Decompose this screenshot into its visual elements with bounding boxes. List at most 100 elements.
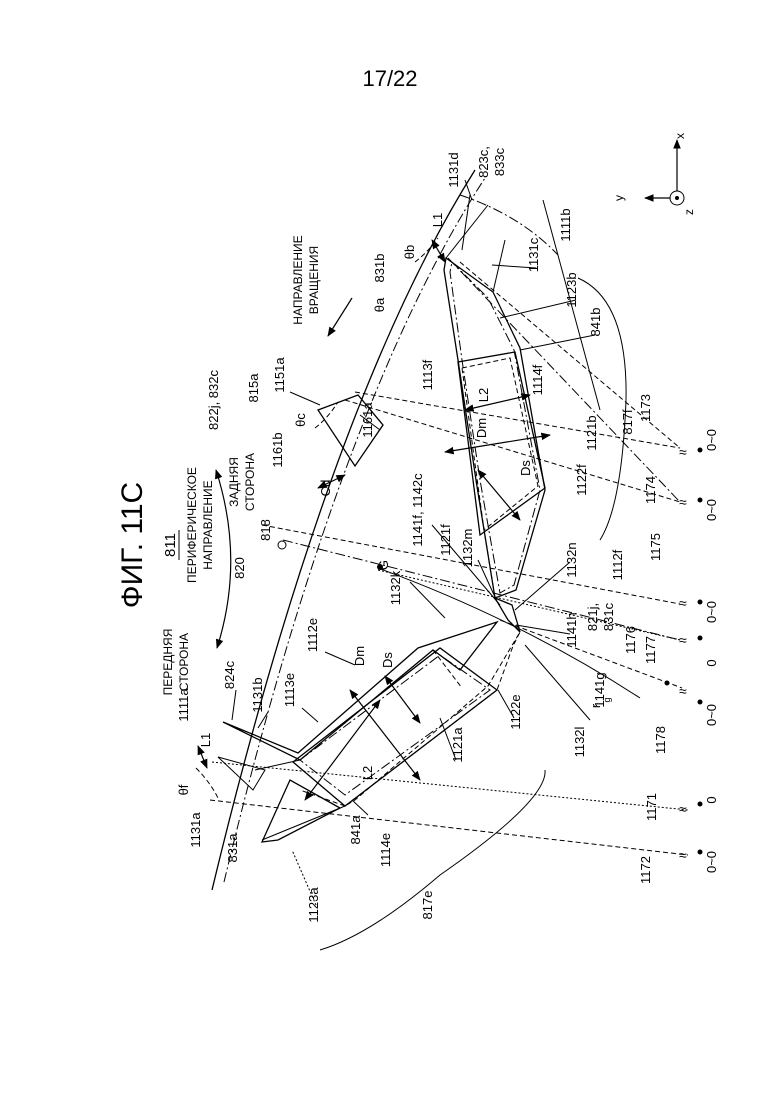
ref-1113f: 1113f — [420, 359, 435, 390]
ref-1151a: 1151a — [272, 357, 287, 393]
figure-ref-811: 811 — [162, 533, 179, 557]
ref-1123a: 1123a — [306, 887, 321, 923]
ref-L2-b: L2 — [476, 388, 491, 402]
origin-points — [278, 448, 703, 855]
label-peripheral-2: НАПРАВЛЕНИЕ — [201, 480, 215, 569]
svg-text:≈: ≈ — [679, 444, 687, 460]
ref-1176: 1176 — [623, 626, 638, 654]
ref-1111a: 1111a — [176, 688, 191, 722]
ref-L1-a: L1 — [198, 733, 213, 747]
axis-y-label: y — [612, 195, 626, 201]
figure-title: ФИГ. 11C — [116, 482, 149, 608]
axis-x-label: x — [673, 133, 687, 139]
ref-1132n: 1132n — [564, 542, 579, 577]
label-front-side-2: СТОРОНА — [177, 633, 191, 691]
ref-1113e: 1113e — [282, 673, 297, 707]
ref-1141f: 1141f, 1142c — [410, 473, 425, 547]
dim-L2-right — [465, 395, 530, 410]
ref-theta-f: θf — [176, 784, 191, 795]
rotor-outer-arc — [212, 170, 475, 890]
label-rear-side-1: ЗАДНЯЯ — [227, 457, 241, 507]
svg-text:0~0: 0~0 — [704, 601, 719, 623]
dim-Dm-right — [445, 435, 550, 452]
ref-817e: 817e — [420, 891, 435, 920]
bracket-817e — [320, 770, 545, 950]
label-rear-side-2: СТОРОНА — [243, 453, 257, 511]
ref-rg-sub: g — [602, 697, 612, 702]
ref-1161a: 1161a — [360, 402, 375, 438]
ref-1121b: 1121b — [584, 415, 599, 450]
ref-841a: 841a — [348, 815, 363, 845]
ref-831a: 831a — [225, 833, 240, 863]
rotation-arrow — [328, 298, 352, 336]
dim-L2-left — [305, 700, 380, 800]
axis-indicator: x y z — [612, 133, 696, 215]
ref-815a: 815a — [246, 373, 261, 403]
ref-1177: 1177 — [643, 636, 658, 664]
origin-labels: 0~0 0~0 0~0 0 0~0 0 0~0 — [704, 429, 719, 873]
ref-1174: 1174 — [643, 476, 658, 504]
angle-theta-c — [315, 402, 338, 428]
ref-1121a: 1121a — [450, 727, 465, 763]
reference-labels: 1111a L1 θf 1131a 831a 1123a 817e 824c 1… — [176, 146, 668, 923]
ref-1122f: 1122f — [574, 464, 589, 496]
svg-text:≈: ≈ — [679, 494, 687, 510]
ref-817f: 817f — [620, 409, 635, 435]
ref-1114f: 1114f — [530, 364, 545, 395]
ref-1141h: 1141h — [564, 612, 579, 647]
label-rotation-2: ВРАЩЕНИЯ — [307, 246, 321, 314]
ref-841b: 841b — [588, 308, 603, 337]
svg-text:0~0: 0~0 — [704, 851, 719, 873]
left-magnet-assembly — [218, 622, 520, 842]
ref-1121f: 1121f — [438, 524, 453, 556]
ref-G: G — [376, 560, 391, 570]
ref-Cd: Cd — [318, 480, 333, 497]
ref-1161b: 1161b — [270, 432, 285, 467]
ref-818: 818 — [258, 519, 273, 541]
ref-822j: 822j, 832c — [206, 370, 221, 430]
ref-823c-2: 833c — [492, 147, 507, 176]
ref-1111b: 1111b — [558, 208, 573, 241]
ref-1112e: 1112e — [305, 618, 320, 652]
svg-text:0~0: 0~0 — [704, 429, 719, 451]
ref-Ds-a: Ds — [380, 652, 395, 668]
ref-820: 820 — [232, 557, 247, 579]
ref-theta-a: θa — [372, 297, 387, 312]
ref-831b: 831b — [372, 254, 387, 283]
dim-Ds-right — [478, 470, 520, 520]
ref-824c: 824c — [222, 660, 237, 689]
axis-z-label: z — [682, 209, 696, 215]
svg-text:≈: ≈ — [679, 847, 687, 863]
ref-L2-a: L2 — [360, 766, 375, 780]
label-rotation-1: НАПРАВЛЕНИЕ — [291, 235, 305, 324]
rotor-arc-right — [460, 195, 558, 255]
ref-theta-c: θc — [293, 413, 308, 427]
ref-1132l: 1132l — [572, 726, 587, 757]
svg-text:≈: ≈ — [679, 595, 687, 611]
ref-1131a: 1131a — [188, 812, 203, 848]
ref-1112f: 1112f — [610, 549, 625, 580]
ref-823c-1: 823c, — [476, 146, 491, 178]
right-magnet-assembly — [318, 195, 545, 598]
svg-text:0: 0 — [704, 796, 719, 803]
dim-L1-left — [198, 746, 207, 768]
ref-1173: 1173 — [638, 394, 653, 422]
svg-text:0~0: 0~0 — [704, 704, 719, 726]
svg-text:≈: ≈ — [679, 683, 687, 699]
svg-text:≈: ≈ — [679, 632, 687, 648]
svg-text:0: 0 — [704, 659, 719, 666]
ref-Ds-b: Ds — [518, 460, 533, 476]
ref-1171: 1171 — [644, 793, 659, 821]
label-peripheral-1: ПЕРИФЕРИЧЕСКОЕ — [185, 467, 199, 583]
ref-1114e: 1114e — [378, 833, 393, 867]
ref-Dm-a: Dm — [352, 646, 367, 666]
ref-1131d: 1131d — [446, 152, 461, 187]
ref-1132m: 1132m — [460, 529, 475, 568]
angle-theta-f — [196, 768, 218, 798]
break-marks: ≈ ≈ ≈ ≈ ≈ ≈ ≈ — [679, 444, 687, 863]
ref-821j-1: 821j, — [585, 603, 600, 631]
svg-text:≈: ≈ — [679, 801, 687, 817]
ref-1175: 1175 — [648, 533, 663, 561]
ref-1172: 1172 — [638, 856, 653, 884]
